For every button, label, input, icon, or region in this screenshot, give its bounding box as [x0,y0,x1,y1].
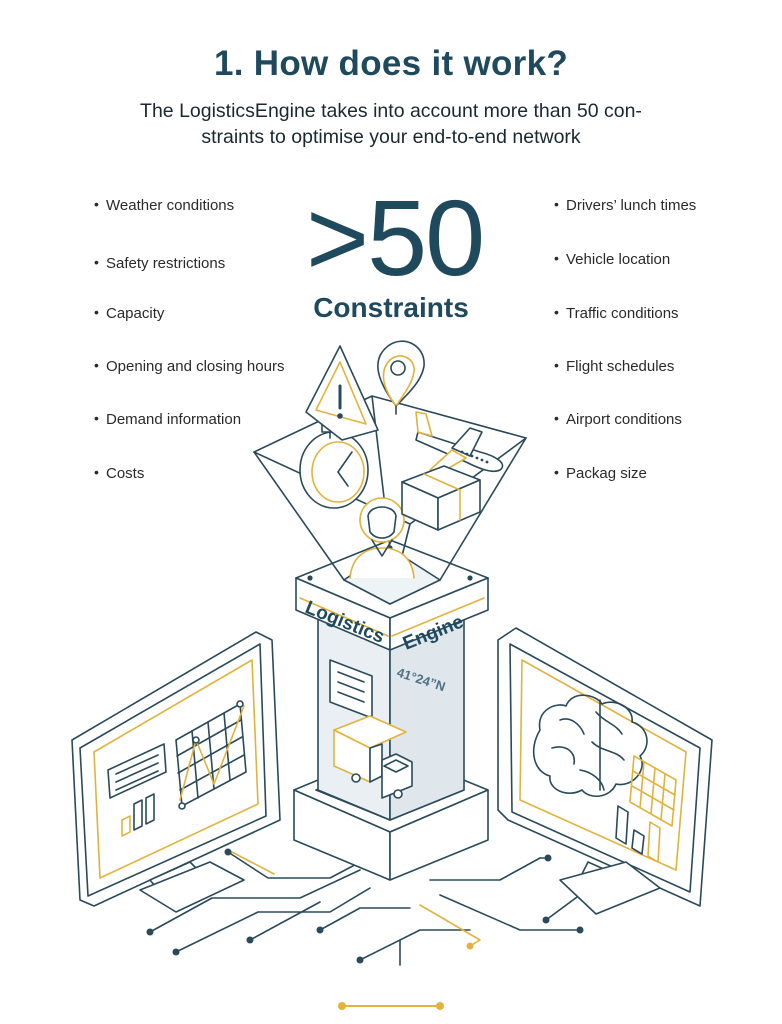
driver-figure [349,497,415,579]
left-monitor [71,631,281,913]
constraint-item: Drivers’ lunch times [554,196,696,214]
stopwatch-icon [299,423,369,509]
page-title: 1. How does it work? [213,44,569,83]
constraint-item: Vehicle location [554,250,670,268]
constraint-item: Demand information [94,410,241,428]
page-subtitle: The LogisticsEngine takes into account m… [60,98,722,150]
constraints-label: Constraints [313,292,469,323]
map-pin-icon [377,340,425,415]
engine-column [317,611,465,821]
warning-icon [305,345,379,441]
constraint-item: Weather conditions [94,196,234,214]
constraint-item: Flight schedules [554,357,674,375]
constraint-item: Airport conditions [554,410,682,428]
constraint-item: Traffic conditions [554,304,679,322]
constraint-item: Capacity [94,304,164,322]
constraint-item: Packag size [554,464,647,482]
constraint-item: Costs [94,464,144,482]
constraint-item: Opening and closing hours [94,357,285,375]
footer-ornament [338,1002,444,1010]
package-icon [401,465,481,531]
right-monitor [497,627,713,915]
constraints-count: >50 [306,177,485,298]
constraint-item: Safety restrictions [94,254,225,272]
subtitle-text: The LogisticsEngine takes into account m… [140,100,642,148]
